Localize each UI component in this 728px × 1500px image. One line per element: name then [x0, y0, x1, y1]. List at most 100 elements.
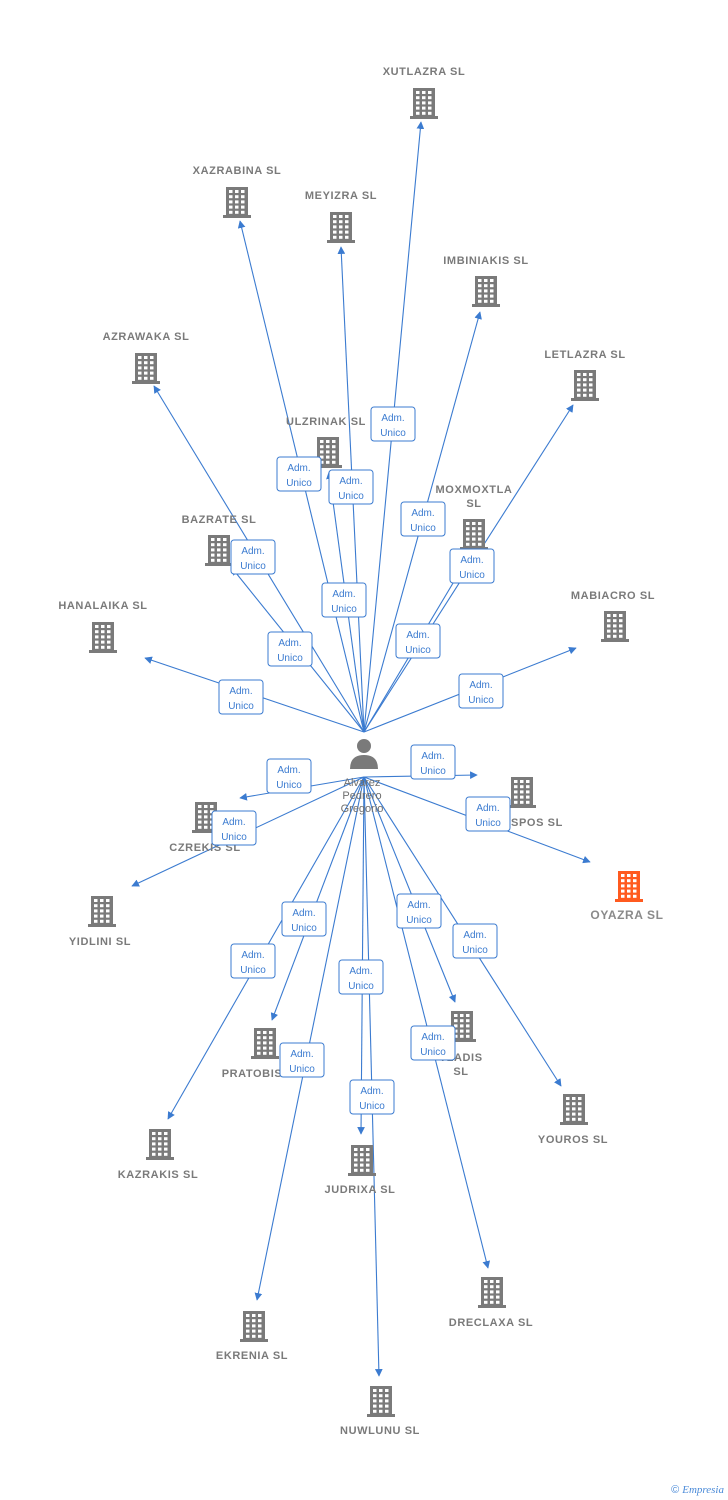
company-node-dreclaxa[interactable]: DRECLAXA SL [449, 1277, 533, 1329]
building-icon [448, 1011, 476, 1042]
copyright: © Empresia [671, 1484, 724, 1496]
company-node-judrixa[interactable]: JUDRIXA SL [325, 1145, 396, 1196]
building-icon [348, 1145, 376, 1176]
role-label: Adm. [332, 589, 355, 600]
role-badge-hanalaika: Adm.Unico [218, 679, 264, 715]
role-label: Adm. [421, 751, 444, 762]
role-label: Adm. [241, 546, 264, 557]
role-box [410, 744, 456, 780]
building-icon [251, 1028, 279, 1059]
company-node-letlazra[interactable]: LETLAZRA SL [544, 349, 625, 401]
role-label: Adm. [339, 476, 362, 487]
company-label: DRECLAXA SL [449, 1317, 533, 1329]
building-icon [410, 88, 438, 119]
role-box [349, 1079, 395, 1115]
role-label: Unico [420, 766, 446, 777]
company-label: XAZRABINA SL [193, 165, 282, 177]
building-icon [88, 896, 116, 927]
role-label: Adm. [469, 680, 492, 691]
role-box [452, 923, 498, 959]
company-label: SL [453, 1066, 468, 1078]
role-label: Adm. [222, 817, 245, 828]
role-badge-kazrakis: Adm. Unico [230, 943, 276, 979]
role-box [395, 623, 441, 659]
role-label: Adm. [421, 1032, 444, 1043]
company-node-xutlazra[interactable]: XUTLAZRA SL [383, 66, 466, 119]
role-badge-czrekis: Adm.Unico [266, 758, 312, 794]
role-badge-xutlazra: Adm.Unico [370, 406, 416, 442]
company-label: AZRAWAKA SL [103, 331, 190, 343]
role-label: Unico [240, 965, 266, 976]
role-label: Unico [348, 981, 374, 992]
company-label: PRATOBIS [222, 1068, 283, 1080]
role-box [276, 456, 322, 492]
company-node-ulzrinak[interactable]: ULZRINAK SL [286, 416, 366, 468]
role-label: Adm. [406, 630, 429, 641]
role-label: Adm. [278, 638, 301, 649]
company-node-nuwlunu[interactable]: NUWLUNU SL [340, 1386, 420, 1437]
role-label: Unico [475, 818, 501, 829]
role-label: Adm. [287, 463, 310, 474]
role-label: Adm. [277, 765, 300, 776]
edge-pratobis [270, 776, 365, 1021]
company-node-youros[interactable]: YOUROS SL [538, 1094, 608, 1146]
company-node-spos[interactable]: SPOS SL [508, 777, 563, 829]
building-icon [314, 437, 342, 468]
building-icon [240, 1311, 268, 1342]
role-box [279, 1042, 325, 1078]
company-node-meyizra[interactable]: MEYIZRA SL [305, 190, 377, 243]
company-node-ekrenia[interactable]: EKRENIA SL [216, 1311, 288, 1362]
company-label: SPOS SL [511, 817, 563, 829]
company-node-yidlini[interactable]: YIDLINI SL [69, 896, 131, 948]
nodes-layer: XUTLAZRA SL XAZRABINA SL MEYIZRA SL IMBINIA… [58, 66, 663, 1437]
role-label: Unico [277, 653, 303, 664]
building-icon [571, 370, 599, 401]
company-node-azrawaka[interactable]: AZRAWAKA SL [103, 331, 190, 384]
role-badge-moxmoxtla: Adm.Unico [395, 623, 441, 659]
company-label: IMBINIAKIS SL [443, 255, 528, 267]
company-node-pratobis[interactable]: PRATOBIS [222, 1028, 283, 1080]
person-name-line: Alvarez [344, 777, 381, 789]
building-icon [205, 535, 233, 566]
role-box [458, 673, 504, 709]
role-badge-oyazra: Adm.Unico [465, 796, 511, 832]
company-label: HANALAIKA SL [58, 600, 147, 612]
role-box [211, 810, 257, 846]
company-node-imbiniakis[interactable]: IMBINIAKIS SL [443, 255, 528, 307]
building-icon [508, 777, 536, 808]
role-label: Unico [459, 570, 485, 581]
role-label: Adm. [460, 555, 483, 566]
role-label: Unico [289, 1064, 315, 1075]
role-badge-imbiniakis: Adm.Unico [400, 501, 446, 537]
edge-nuwlunu [363, 776, 383, 1377]
role-label: Unico [468, 695, 494, 706]
company-label: LETLAZRA SL [544, 349, 625, 361]
company-label: YIDLINI SL [69, 936, 131, 948]
person-name-line: Gregorio [341, 803, 384, 815]
company-label: JUDRIXA SL [325, 1184, 396, 1196]
role-label: Unico [331, 604, 357, 615]
role-label: Adm. [360, 1086, 383, 1097]
role-badge-pratobis: Adm.Unico [281, 901, 327, 937]
role-label: Unico [291, 923, 317, 934]
role-badge-judrixa: Adm.Unico [338, 959, 384, 995]
company-node-xazrabina[interactable]: XAZRABINA SL [193, 165, 282, 218]
company-label: YOUROS SL [538, 1134, 608, 1146]
company-node-hanalaika[interactable]: HANALAIKA SL [58, 600, 147, 653]
company-label: EKRENIA SL [216, 1350, 288, 1362]
role-label: Adm. [241, 950, 264, 961]
company-label: XUTLAZRA SL [383, 66, 466, 78]
company-node-bazrate[interactable]: BAZRATE SL [182, 514, 257, 566]
role-badge-meyizra: Adm.Unico [328, 469, 374, 505]
role-box [230, 943, 276, 979]
company-label: BAZRATE SL [182, 514, 257, 526]
company-node-oyazra[interactable]: OYAZRA SL [590, 871, 663, 922]
role-label: Unico [228, 701, 254, 712]
role-badge-nuwlunu: Adm.Unico [349, 1079, 395, 1115]
role-badge-xazrabina: Adm.Unico [276, 456, 322, 492]
company-node-mabiacro[interactable]: MABIACRO SL [571, 590, 655, 642]
company-node-kazrakis[interactable]: KAZRAKIS SL [118, 1129, 199, 1181]
